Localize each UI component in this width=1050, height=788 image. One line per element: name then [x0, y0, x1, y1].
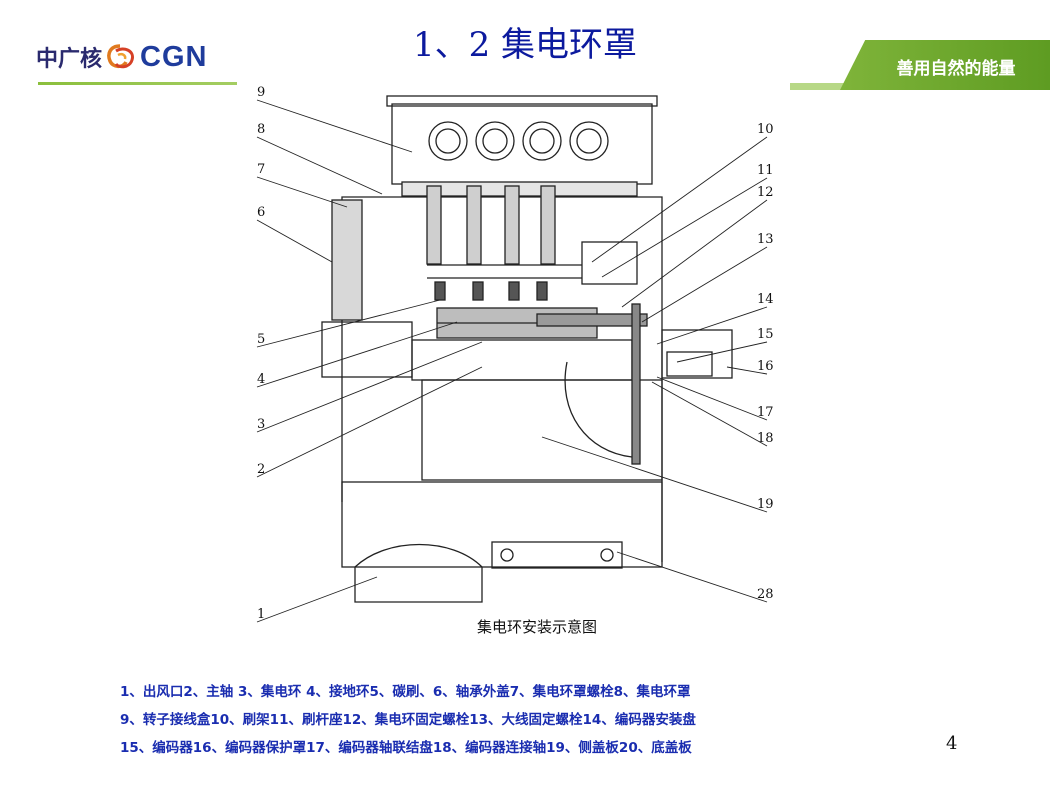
brush-holder	[581, 241, 638, 285]
encoder-mounting-plate	[631, 303, 641, 465]
encoder-guard	[661, 329, 733, 379]
cgn-emblem-icon	[107, 44, 134, 69]
callout-label: 15	[757, 327, 774, 342]
drawing-caption: 集电环安装示意图	[477, 618, 597, 636]
callout-label: 14	[757, 292, 774, 307]
callout-label: 6	[257, 205, 265, 220]
rotor-junction-box	[391, 103, 653, 185]
callout-label: 18	[757, 431, 774, 446]
brush-rod-3	[504, 185, 520, 265]
drawing-canvas: 9 8 7 6 5 4 3 2 1 10 11 12 13 14 15 16 1…	[256, 85, 774, 636]
callout-label: 17	[757, 405, 774, 420]
logo-english-text: CGN	[140, 40, 208, 73]
callout-label: 4	[257, 372, 265, 387]
collector-ring-drawing: 9 8 7 6 5 4 3 2 1 10 11 12 13 14 15 16 1…	[237, 82, 785, 648]
cgn-logo: 中广核 CGN	[36, 40, 207, 74]
cable-gland-1	[428, 121, 468, 161]
junction-box-lid	[386, 95, 658, 107]
bottom-cover-plate	[491, 541, 623, 569]
callout-label: 2	[257, 462, 265, 477]
main-shaft-left	[321, 321, 413, 378]
callout-label: 1	[257, 607, 265, 622]
side-cover-plate	[421, 379, 663, 481]
cutaway-outline	[564, 361, 633, 458]
bearing-outer-cover	[331, 199, 363, 321]
cable-gland-2	[475, 121, 515, 161]
callout-label: 19	[757, 497, 774, 512]
carbon-brush-2	[472, 281, 484, 301]
brush-rod-4	[540, 185, 556, 265]
callout-label: 7	[257, 162, 265, 177]
main-shaft	[411, 339, 633, 381]
cable-gland-4	[569, 121, 609, 161]
callout-label: 11	[757, 163, 774, 178]
callout-label: 3	[257, 417, 265, 432]
legend-line: 1、出风口2、主轴 3、集电环 4、接地环5、碳刷、6、轴承外盖7、集电环罩螺栓…	[120, 684, 691, 700]
carbon-brush-3	[508, 281, 520, 301]
encoder	[666, 351, 713, 377]
collector-ring-fixing-bolt	[536, 313, 648, 327]
legend-line: 15、编码器16、编码器保护罩17、编码器轴联结盘18、编码器连接轴19、侧盖板…	[120, 740, 692, 756]
legend-line: 9、转子接线盒10、刷架11、刷杆座12、集电环固定螺栓13、大线固定螺栓14、…	[120, 712, 696, 728]
slide-title: 1、2 集电环罩	[412, 25, 638, 65]
brush-rod-2	[466, 185, 482, 265]
carbon-brush-1	[434, 281, 446, 301]
callout-label: 28	[757, 587, 774, 602]
callout-label: 9	[257, 85, 265, 100]
slogan-text: 善用自然的能量	[896, 59, 1016, 79]
logo-chinese-text: 中广核	[36, 47, 103, 72]
callout-label: 5	[257, 332, 265, 347]
callout-label: 10	[757, 122, 774, 137]
cable-gland-3	[522, 121, 562, 161]
callout-label: 8	[257, 122, 265, 137]
page-number: 4	[946, 733, 958, 754]
carbon-brush-4	[536, 281, 548, 301]
callout-label: 16	[757, 359, 774, 374]
slogan-band	[840, 40, 1050, 90]
brush-rod-1	[426, 185, 442, 265]
callout-label: 12	[757, 185, 774, 200]
lower-body	[341, 481, 663, 568]
air-outlet	[354, 543, 483, 603]
callout-label: 13	[757, 232, 774, 247]
component-legend: 1、出风口2、主轴 3、集电环 4、接地环5、碳刷、6、轴承外盖7、集电环罩螺栓…	[120, 678, 880, 762]
